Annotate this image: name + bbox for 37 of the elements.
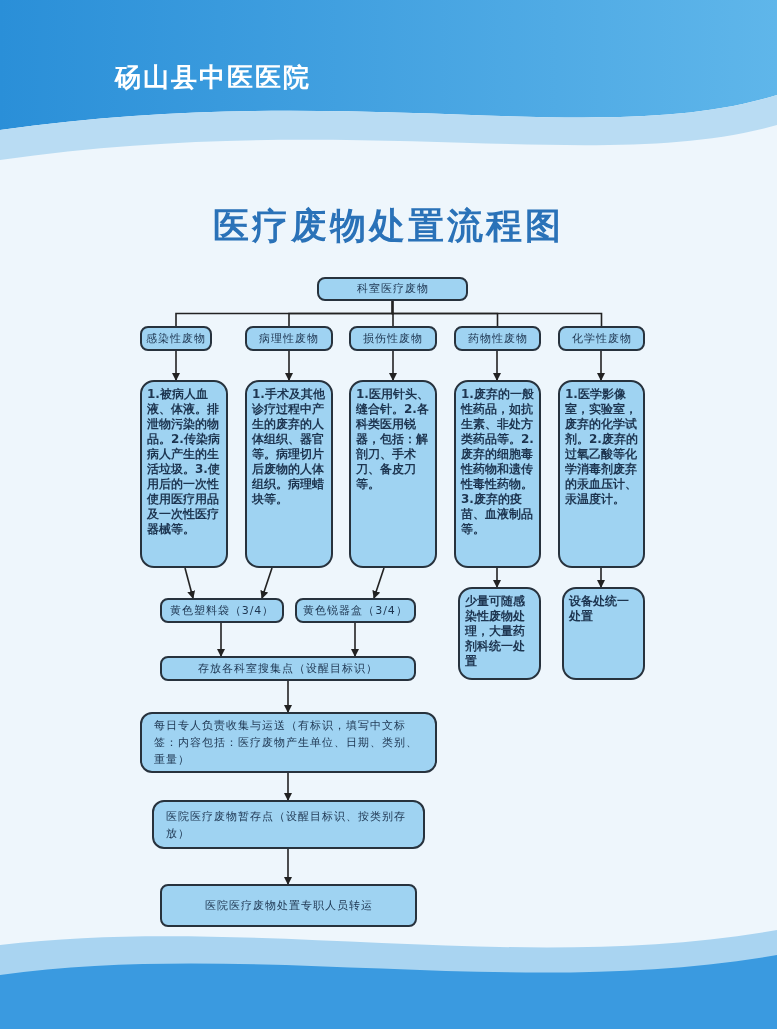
- description-box: 1.废弃的一般性药品，如抗生素、非处方类药品等。2.废弃的细胞毒性药物和遗传性毒性药物。3.废弃的疫苗、血液制品等。: [454, 380, 541, 568]
- arrow: [351, 622, 359, 657]
- arrow: [597, 567, 605, 588]
- process-box: 损伤性废物: [349, 326, 437, 351]
- arrow: [172, 350, 180, 381]
- process-box: 感染性废物: [140, 326, 212, 351]
- process-box: 黄色锐器盒（3/4）: [295, 598, 416, 623]
- arrow: [184, 567, 196, 599]
- connector-line: [391, 300, 603, 327]
- description-box: 1.医学影像室，实验室，废弃的化学试剂。2.废弃的过氧乙酸等化学消毒剂废弃的汞血压计、汞温度计。: [558, 380, 645, 568]
- hospital-name: 砀山县中医医院: [115, 61, 311, 94]
- arrow: [284, 680, 292, 713]
- description-box: 1.被病人血液、体液。排泄物污染的物品。2.传染病病人产生的生活垃圾。3.使用后的一次性使用医疗用品及一次性医疗器械等。: [140, 380, 228, 568]
- description-box: 设备处统一处置: [562, 587, 645, 680]
- arrow: [284, 848, 292, 885]
- arrow: [284, 772, 292, 801]
- description-box: 1.手术及其他诊疗过程中产生的废弃的人体组织、器官等。病理切片后废物的人体组织。病理蜡块等。: [245, 380, 333, 568]
- process-box: 化学性废物: [558, 326, 645, 351]
- arrow: [372, 567, 385, 599]
- arrow: [217, 622, 225, 657]
- process-box: 存放各科室搜集点（设醒目标识）: [160, 656, 416, 681]
- process-box: 医院医疗废物暂存点（设醒目标识、按类别存放）: [152, 800, 425, 849]
- arrow: [493, 350, 501, 381]
- process-box: 黄色塑料袋（3/4）: [160, 598, 284, 623]
- arrow: [389, 350, 397, 381]
- arrow: [260, 567, 273, 599]
- process-box: 药物性废物: [454, 326, 541, 351]
- description-box: 少量可随感染性废物处理，大量药剂科统一处置: [458, 587, 541, 680]
- title: 医疗废物处置流程图: [212, 203, 565, 248]
- description-box: 1.医用针头、缝合针。2.各科类医用锐器，包括：解剖刀、手术刀、备皮刀等。: [349, 380, 437, 568]
- arrow: [597, 350, 605, 381]
- process-box: 科室医疗废物: [317, 277, 468, 301]
- process-box: 每日专人负责收集与运送（有标识，填写中文标签：内容包括：医疗废物产生单位、日期、类别、重量）: [140, 712, 437, 773]
- arrow: [493, 567, 501, 588]
- arrow: [285, 350, 293, 381]
- process-box: 医院医疗废物处置专职人员转运: [160, 884, 417, 927]
- process-box: 病理性废物: [245, 326, 333, 351]
